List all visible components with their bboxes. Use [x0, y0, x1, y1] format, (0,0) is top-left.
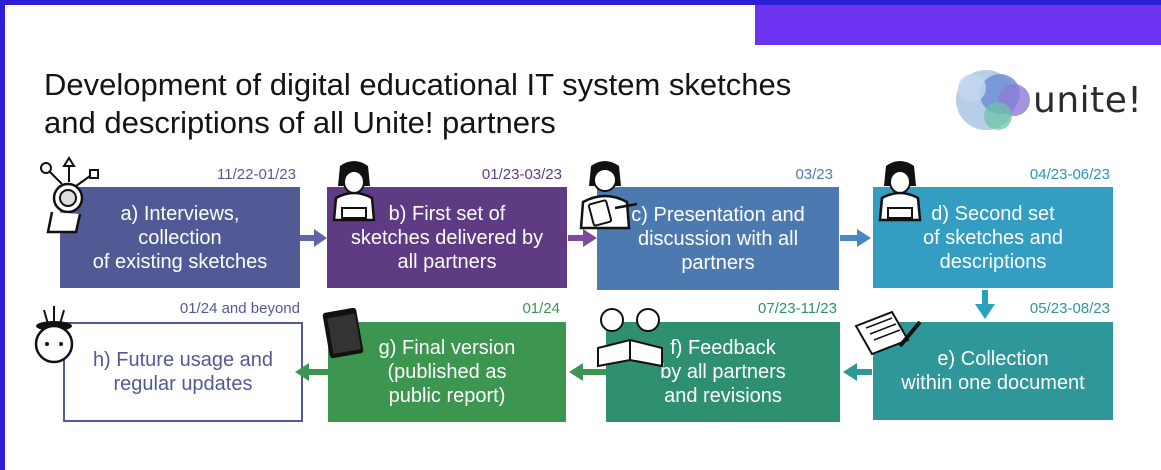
step-e-box: e) Collection within one document: [873, 322, 1113, 420]
step-g-line-1: g) Final version: [378, 337, 516, 359]
step-b-line-1: b) First set of: [388, 202, 506, 225]
arrow-a-to-b-icon: [300, 229, 327, 247]
step-g-line-2: (published as: [387, 361, 507, 383]
step-a-box: a) Interviews, collection of existing sk…: [60, 187, 300, 288]
step-g-box: g) Final version (published as public re…: [328, 322, 566, 422]
step-d-line-1: d) Second set: [931, 202, 1055, 225]
book-icon: [322, 307, 364, 359]
unite-logo-mark: [956, 70, 1030, 130]
head-with-plant-icon: [34, 306, 74, 364]
corner-accent-bar: [755, 5, 1161, 45]
arrow-g-to-h-icon: [295, 363, 328, 381]
step-b-line-2: sketches delivered by: [350, 226, 544, 249]
step-a-line-2: collection: [138, 226, 222, 249]
step-f-line-2: by all partners: [660, 361, 786, 383]
step-g-date: 01/24: [522, 300, 560, 317]
step-c-date: 03/23: [795, 166, 833, 183]
page-title: Development of digital educational IT sy…: [44, 66, 924, 142]
magnifier-person-icon: [40, 156, 99, 234]
logo-text: unite!: [1033, 80, 1143, 121]
arrow-c-to-d-icon: [840, 229, 871, 247]
step-b-line-3: all partners: [397, 250, 497, 273]
step-e-line-1: e) Collection: [937, 348, 1049, 370]
step-h-box: h) Future usage and regular updates: [63, 322, 303, 422]
step-c-line-3: partners: [681, 251, 755, 274]
feedback-book-icon: [597, 308, 663, 368]
step-h-line-2: regular updates: [113, 373, 253, 395]
step-a-line-3: of existing sketches: [92, 250, 268, 273]
step-g-line-3: public report): [388, 385, 506, 407]
step-h-line-1: h) Future usage and: [92, 349, 274, 371]
step-c-line-2: discussion with all: [637, 227, 799, 250]
arrow-f-to-g-icon: [569, 363, 606, 381]
frame-left-border: [0, 0, 5, 470]
step-c-box: c) Presentation and discussion with all …: [597, 187, 839, 290]
arrow-e-to-f-icon: [843, 363, 872, 381]
step-c-line-1: c) Presentation and: [631, 203, 805, 226]
step-f-line-1: f) Feedback: [670, 337, 776, 359]
step-e-date: 05/23-08/23: [1029, 300, 1110, 317]
step-a-date: 11/22-01/23: [217, 166, 296, 183]
step-d-line-3: descriptions: [939, 250, 1047, 273]
step-h-date: 01/24 and beyond: [179, 300, 300, 317]
person-reading-icon: [332, 161, 376, 222]
step-e-line-2: within one document: [901, 372, 1085, 394]
step-d-line-2: of sketches and: [922, 226, 1064, 249]
presenter-icon: [579, 161, 638, 230]
unite-logo: unite!: [950, 58, 1143, 138]
arrow-d-to-e-icon: [975, 290, 995, 319]
step-b-date: 01/23-03/23: [481, 166, 562, 183]
step-d-date: 04/23-06/23: [1029, 166, 1110, 183]
step-f-line-3: and revisions: [664, 385, 782, 407]
step-f-date: 07/23-11/23: [758, 300, 837, 317]
frame-top-border: [0, 0, 1161, 5]
papers-and-pen-icon: [854, 310, 922, 356]
person-thinking-icon: [878, 161, 922, 222]
arrow-b-to-c-icon: [568, 229, 597, 247]
step-f-box: f) Feedback by all partners and revision…: [606, 322, 840, 422]
step-a-line-1: a) Interviews,: [120, 202, 240, 225]
title-line-2: and descriptions of all Unite! partners: [44, 105, 556, 140]
title-line-1: Development of digital educational IT sy…: [44, 67, 792, 102]
